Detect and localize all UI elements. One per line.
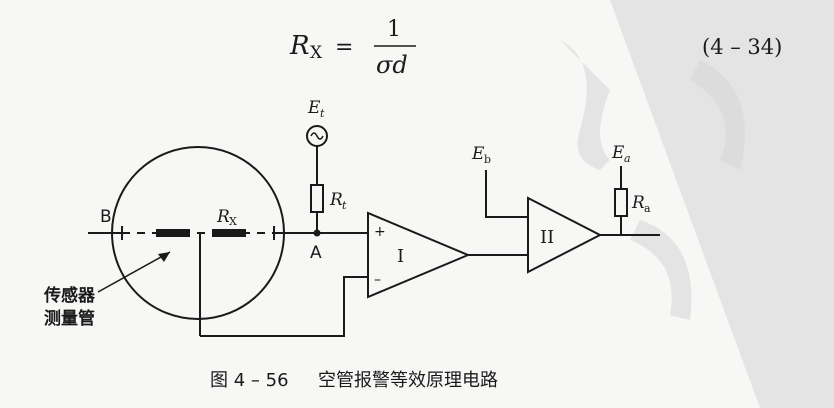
amp1-triangle — [367, 211, 471, 299]
resistor-ra — [614, 188, 628, 217]
label-et-symbol: E — [307, 98, 321, 118]
equation: R X = 1 σd (4 – 34) — [289, 17, 782, 79]
label-ra-sub: a — [644, 202, 651, 215]
equation-number: (4 – 34) — [702, 35, 782, 59]
equation-lhs-subscript: X — [310, 43, 323, 63]
equation-lhs-symbol: R — [289, 31, 310, 61]
amp1-plus: + — [374, 224, 386, 240]
sine-wave-icon — [310, 132, 324, 140]
pointer-arrow-head — [158, 252, 170, 262]
amp1-label: I — [397, 246, 404, 267]
amp1-minus: – — [374, 272, 381, 288]
label-eb-symbol: E — [471, 144, 485, 164]
caption-figure-number: 图 4 – 56 — [210, 370, 289, 391]
wire-return-to-minus — [200, 276, 368, 337]
label-ea-sub: a — [624, 152, 631, 165]
amp2-triangle — [527, 196, 603, 274]
segment-left — [156, 229, 190, 237]
label-b: B — [100, 207, 112, 227]
equation-denominator: σd — [376, 51, 408, 79]
figure-caption: 图 4 – 56 空管报警等效原理电路 — [210, 370, 498, 391]
label-eb-sub: b — [484, 153, 491, 166]
watermark — [560, 0, 834, 408]
label-rt-sub: t — [342, 199, 347, 212]
amplifier-i: + – I — [367, 211, 471, 299]
wire-eb — [485, 170, 528, 218]
sensor-label-line1: 传感器 — [43, 285, 96, 306]
amplifier-ii: II — [527, 196, 603, 274]
label-ea-symbol: E — [611, 143, 625, 163]
caption-title: 空管报警等效原理电路 — [318, 370, 498, 391]
resistor-rx — [212, 229, 246, 237]
label-et-sub: t — [320, 107, 325, 120]
pointer-arrow-line — [97, 251, 171, 293]
sensor-tube: B R X — [88, 146, 285, 336]
equation-numerator: 1 — [387, 17, 401, 42]
sensor-label-line2: 测量管 — [44, 308, 95, 329]
label-ra-symbol: R — [631, 193, 645, 213]
label-rx-sub: X — [229, 215, 237, 228]
resistor-rt — [310, 184, 324, 213]
equation-equals: = — [335, 35, 353, 60]
amp2-label: II — [540, 227, 554, 248]
test-source: E t R t A — [306, 98, 347, 263]
label-a: A — [310, 243, 322, 263]
label-rt-symbol: R — [329, 190, 343, 210]
label-rx-symbol: R — [216, 207, 230, 227]
